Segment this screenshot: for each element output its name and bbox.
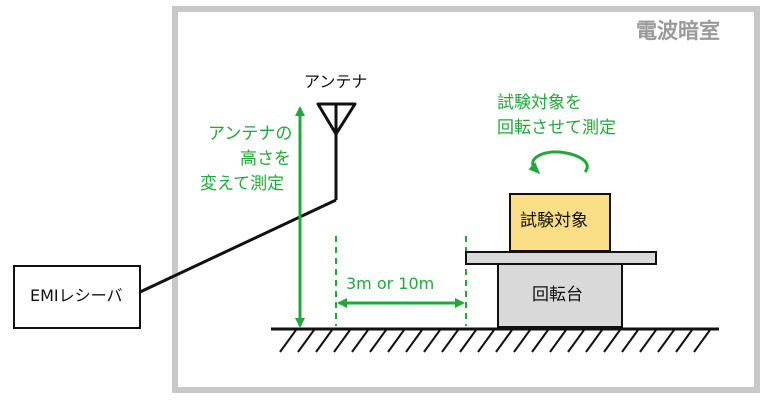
antenna-cable bbox=[139, 198, 337, 294]
hatch-stroke bbox=[351, 329, 369, 353]
chamber-wall bbox=[172, 6, 760, 393]
eut-label: 試験対象 bbox=[520, 211, 588, 231]
hatch-stroke bbox=[441, 329, 459, 353]
chamber-label: 電波暗室 bbox=[636, 19, 720, 43]
hatch-stroke bbox=[459, 329, 477, 353]
rotation-note-line-2: 回転させて測定 bbox=[497, 118, 616, 138]
hatch-stroke bbox=[279, 329, 297, 353]
hatch-stroke bbox=[405, 329, 423, 353]
turntable-top bbox=[465, 251, 657, 265]
height-note-line-3: 変えて測定 bbox=[200, 174, 285, 194]
hatch-stroke bbox=[513, 329, 531, 353]
eut-box bbox=[509, 193, 611, 252]
hatch-stroke bbox=[333, 329, 351, 353]
hatch-stroke bbox=[315, 329, 333, 353]
rotation-note-line-1: 試験対象を bbox=[497, 93, 582, 113]
hatch-stroke bbox=[369, 329, 387, 353]
turntable-label: 回転台 bbox=[532, 285, 583, 305]
turntable-base bbox=[497, 263, 623, 328]
hatch-stroke bbox=[585, 329, 603, 353]
floor-hatching bbox=[279, 329, 711, 353]
hatch-stroke bbox=[477, 329, 495, 353]
hatch-stroke bbox=[549, 329, 567, 353]
rotation-arrow-icon bbox=[528, 150, 589, 175]
hatch-stroke bbox=[693, 329, 711, 353]
hatch-stroke bbox=[387, 329, 405, 353]
hatch-stroke bbox=[675, 329, 693, 353]
emi-receiver-label: EMIレシーバ bbox=[30, 286, 123, 305]
emi-receiver-box bbox=[13, 265, 141, 329]
height-note-line-2: 高さを bbox=[240, 149, 291, 169]
height-note-line-1: アンテナの bbox=[208, 124, 293, 144]
hatch-stroke bbox=[531, 329, 549, 353]
hatch-stroke bbox=[603, 329, 621, 353]
antenna-label: アンテナ bbox=[304, 72, 368, 91]
hatch-stroke bbox=[621, 329, 639, 353]
hatch-stroke bbox=[639, 329, 657, 353]
antenna-icon bbox=[316, 102, 357, 200]
hatch-stroke bbox=[567, 329, 585, 353]
hatch-stroke bbox=[657, 329, 675, 353]
hatch-stroke bbox=[297, 329, 315, 353]
hatch-stroke bbox=[495, 329, 513, 353]
hatch-stroke bbox=[423, 329, 441, 353]
distance-label: 3m or 10m bbox=[346, 274, 435, 293]
